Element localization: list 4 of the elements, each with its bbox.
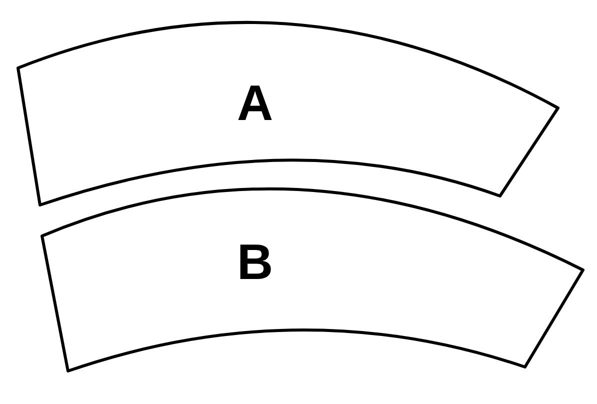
band-label: B bbox=[236, 237, 274, 287]
curved-band-shape bbox=[16, 20, 560, 206]
band-label: A bbox=[236, 78, 274, 128]
curved-band-shape bbox=[40, 187, 584, 372]
